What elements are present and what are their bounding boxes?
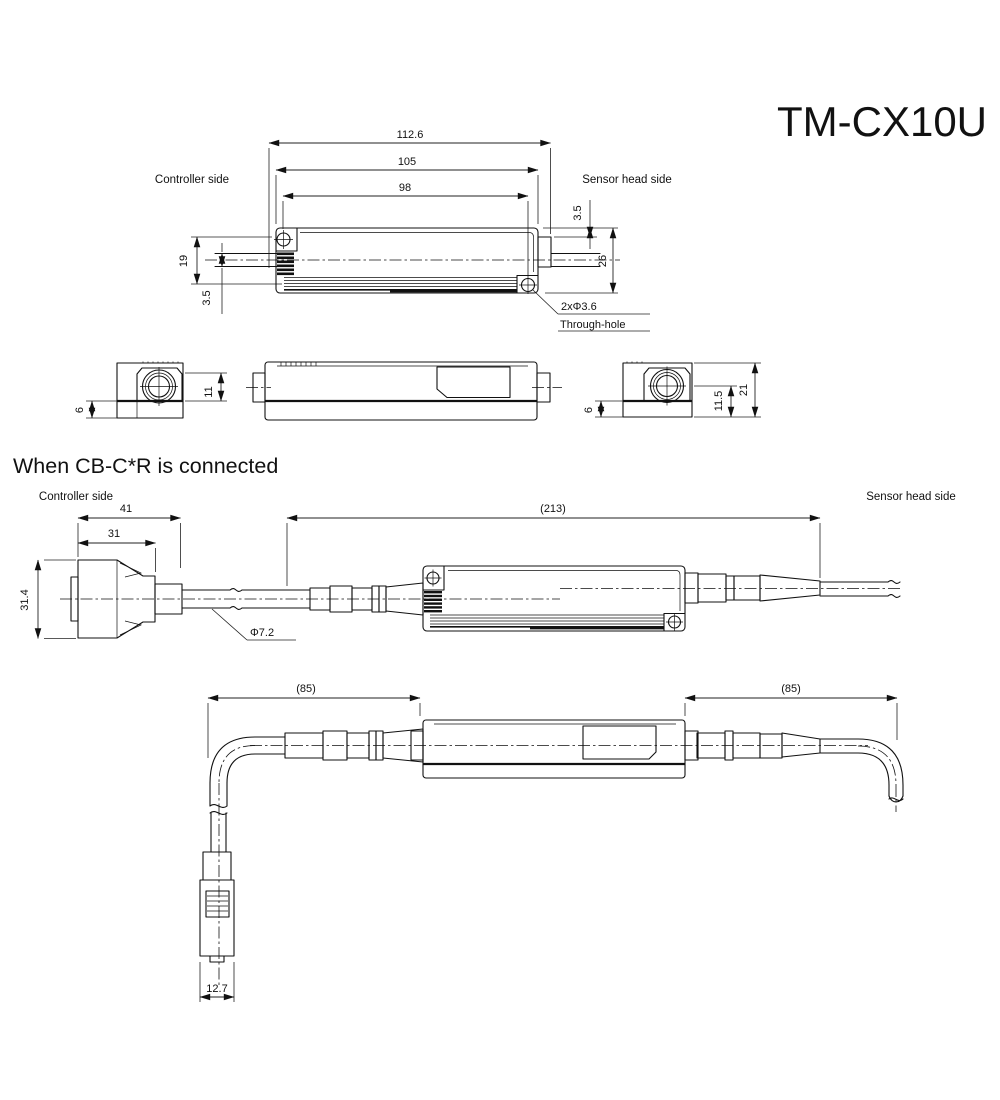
amplifier-body-side (410, 719, 699, 779)
centerline (218, 745, 256, 784)
centerline (857, 745, 897, 786)
dim-text: 11.5 (713, 391, 725, 412)
bottom-plug (199, 851, 235, 963)
dim-boss-height: 11 (185, 372, 227, 402)
dim-base-plate: 6 (583, 400, 623, 418)
rib-ticks (280, 362, 317, 366)
controller-plug (70, 559, 183, 639)
dim-text: 19 (178, 255, 190, 267)
dim-plug-width: 12.7 (199, 962, 235, 1002)
sensor-head-side-label: Sensor head side (582, 174, 672, 186)
dim-text: 31 (108, 528, 120, 540)
callout-text: Through-hole (560, 319, 625, 331)
dim-text: Φ7.2 (250, 627, 274, 639)
mounting-hole (424, 569, 442, 587)
dim-left-height: 19 (178, 236, 282, 285)
dim-text: 26 (597, 255, 609, 267)
dim-text: 112.6 (397, 129, 424, 141)
mounting-hole (274, 230, 293, 249)
dim-total-height: 21 (694, 362, 761, 418)
controller-cable (214, 252, 278, 268)
through-hole-callout: 2xΦ3.6 Through-hole (532, 289, 650, 332)
heatsink-fins (430, 614, 664, 630)
dim-hole-pitch: 98 (282, 182, 529, 275)
dim-right-length: (85) (684, 683, 898, 740)
left-cable-chain (209, 728, 424, 853)
connected-assembly-view: Controller side Sensor head side 41 31 (… (19, 491, 956, 641)
dim-connector-overall: 41 (77, 503, 181, 568)
section-heading: When CB-C*R is connected (13, 454, 278, 478)
dim-text: 98 (399, 182, 411, 194)
dim-base-plate: 6 (74, 400, 117, 419)
dim-left-length: (85) (207, 683, 421, 758)
dim-text: 6 (583, 407, 595, 413)
dim-text: (213) (540, 503, 566, 515)
connector-socket (648, 366, 686, 406)
cable-diameter-callout: Φ7.2 (211, 608, 296, 641)
cable-stub-right (532, 372, 562, 403)
dim-text: 21 (738, 384, 750, 396)
dim-body-width: 105 (275, 156, 539, 224)
dim-text: 105 (398, 156, 416, 168)
dim-assembly-length: (213) (286, 503, 821, 586)
cable-entry-ribs (424, 591, 442, 613)
connector-socket (140, 367, 178, 406)
mounting-hole (519, 276, 537, 294)
dim-text: 3.5 (201, 290, 213, 305)
dim-cable-offset: 3.5 (201, 243, 226, 314)
mounting-hole (666, 613, 683, 631)
cable-ferrules-right (697, 573, 821, 603)
left-end-view: 6 11 (74, 361, 227, 419)
heatsink-fins (284, 277, 517, 293)
cable-stub-left (246, 372, 271, 403)
label-plate (436, 366, 511, 399)
dim-text: 3.5 (572, 205, 584, 220)
right-end-view: 6 11.5 21 (583, 361, 761, 418)
label-plate (582, 725, 657, 760)
dim-center-height: 11.5 (694, 385, 761, 418)
right-cable-chain (696, 730, 904, 803)
bent-cable-view: (85) (85) (199, 683, 904, 1002)
dim-text: 41 (120, 503, 132, 515)
middle-side-view (246, 361, 562, 421)
sensor-cable (537, 236, 601, 268)
amplifier-body-top-view (205, 227, 620, 294)
controller-side-label: Controller side (39, 491, 113, 503)
dim-body-height: 26 (545, 227, 618, 294)
dim-stub-offset: 3.5 (543, 200, 618, 249)
dim-overall-width: 112.6 (268, 129, 551, 268)
top-view-drawing: Controller side Sensor head side 112.6 1… (155, 129, 672, 332)
dim-text: 31.4 (19, 589, 31, 610)
controller-cable (181, 588, 311, 610)
controller-side-label: Controller side (155, 174, 229, 186)
dim-text: 6 (74, 407, 86, 413)
sensor-cable (819, 580, 901, 598)
callout-text: 2xΦ3.6 (561, 301, 597, 313)
dim-text: (85) (781, 683, 801, 695)
dim-text: (85) (296, 683, 316, 695)
cable-entry-ribs (277, 252, 294, 276)
model-title: TM-CX10U (777, 98, 987, 145)
dim-text: 12.7 (206, 983, 227, 995)
rib-ticks (626, 361, 643, 363)
dim-connector-height: 31.4 (19, 559, 76, 639)
dim-connector-body: 31 (77, 528, 156, 572)
rib-ticks (142, 361, 179, 363)
amplifier-body (422, 565, 699, 632)
sensor-head-side-label: Sensor head side (866, 491, 956, 503)
dim-text: 11 (203, 386, 215, 397)
